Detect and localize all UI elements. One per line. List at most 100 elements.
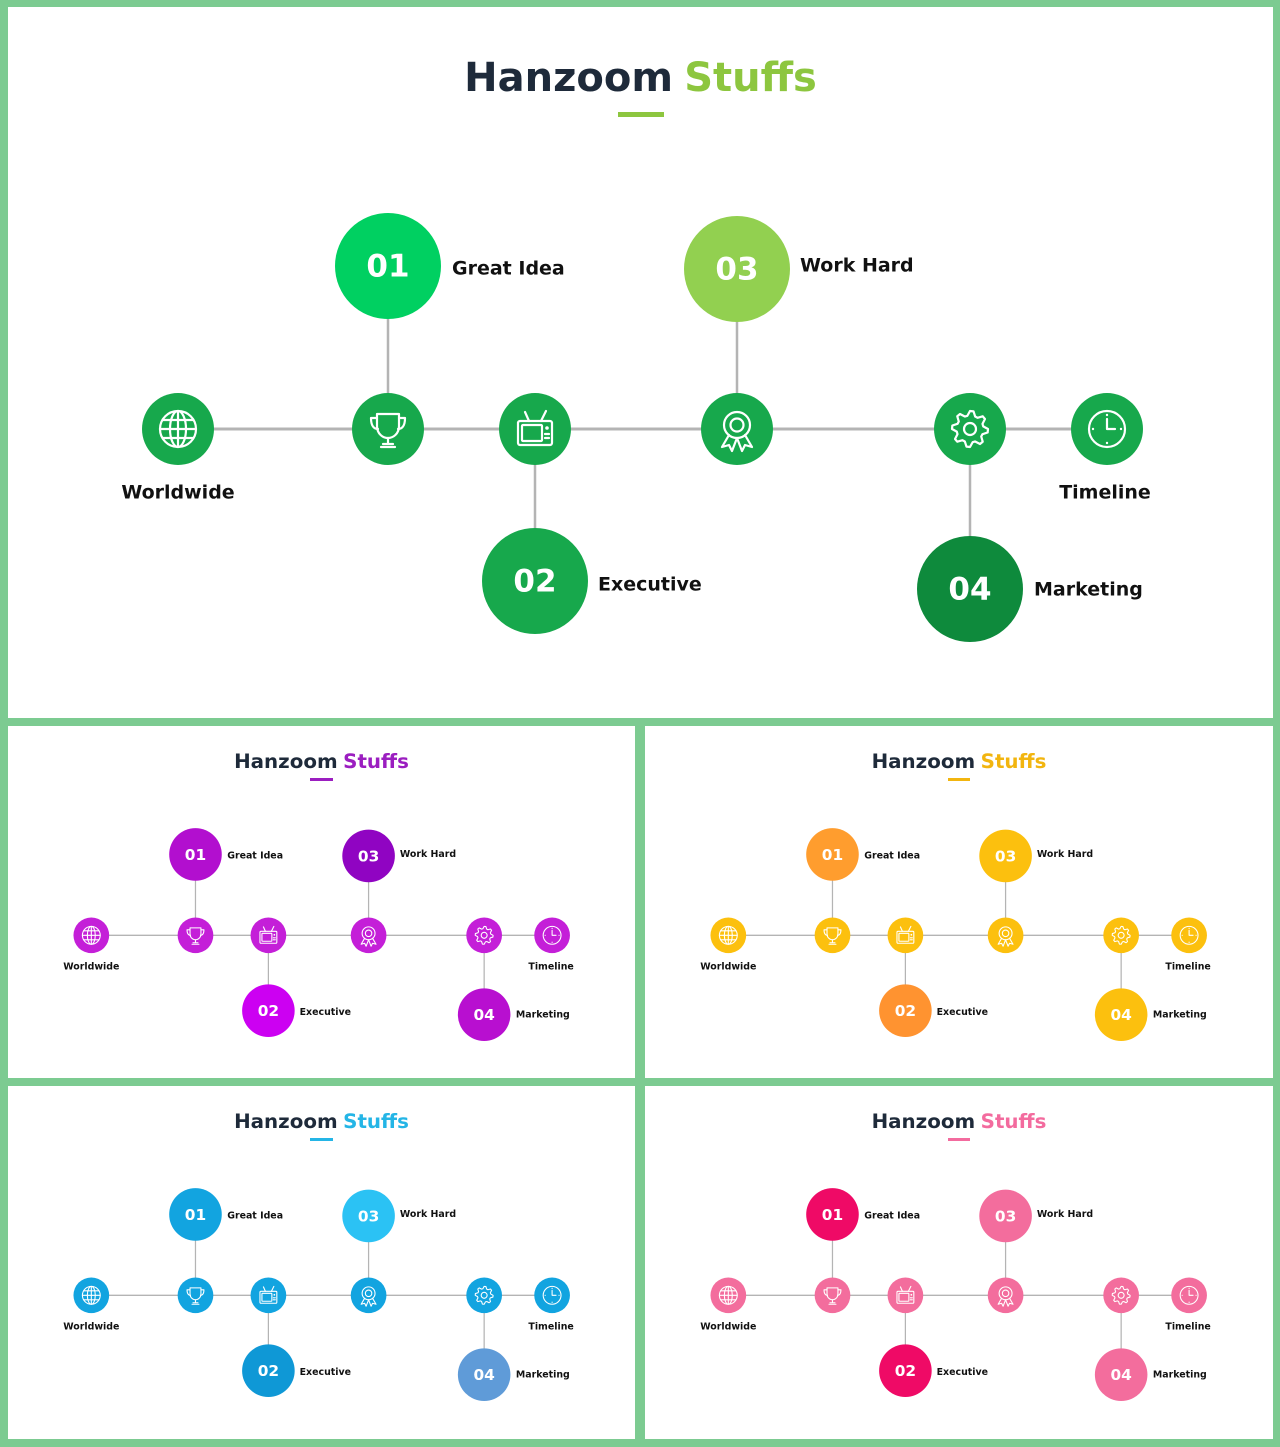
step-label: Work Hard <box>1037 1209 1093 1220</box>
icon-node-award <box>350 1277 387 1314</box>
icon-node-gear <box>1103 1277 1140 1314</box>
step-label: Executive <box>937 1007 988 1018</box>
tv-icon <box>896 1285 915 1304</box>
icon-node-trophy <box>814 1277 851 1314</box>
icon-node-trophy <box>352 393 424 465</box>
globe-icon <box>718 925 738 945</box>
step-circle <box>169 1188 222 1241</box>
icon-label-worldwide: Worldwide <box>63 962 119 973</box>
icon-node-clock <box>1171 1277 1207 1314</box>
step-label: Great Idea <box>864 850 920 861</box>
step-node-01: 01 Great Idea <box>806 1188 920 1241</box>
title-underline <box>947 778 971 781</box>
icon-node-award <box>987 917 1024 954</box>
gear-icon <box>950 409 990 449</box>
step-node-03: 03 Work Hard <box>342 829 456 883</box>
step-number: 03 <box>995 1207 1016 1225</box>
step-number: 01 <box>822 1206 843 1224</box>
icon-node-clock <box>1071 393 1143 465</box>
step-node-03: 03 Work Hard <box>979 1189 1093 1243</box>
clock-icon <box>1087 409 1127 449</box>
title-accent-word: Stuffs <box>684 55 817 101</box>
step-circle <box>879 1344 932 1397</box>
step-circle <box>979 1189 1032 1243</box>
step-number: 02 <box>258 1362 279 1380</box>
step-number: 04 <box>1110 1366 1131 1384</box>
icon-node-gear <box>1103 917 1140 954</box>
step-circle <box>457 988 511 1041</box>
step-number: 03 <box>358 847 379 865</box>
step-label: Great Idea <box>452 258 565 280</box>
icon-label-timeline: Timeline <box>1165 1322 1210 1333</box>
trophy-icon <box>186 1287 205 1305</box>
icon-node-gear <box>466 917 503 954</box>
step-circle <box>457 1348 511 1401</box>
icon-node-clock <box>1171 917 1207 954</box>
step-number: 03 <box>358 1207 379 1225</box>
icon-label-worldwide: Worldwide <box>121 482 234 504</box>
icon-label-worldwide: Worldwide <box>63 1322 119 1333</box>
step-label: Marketing <box>1153 1370 1207 1381</box>
award-icon <box>360 926 377 947</box>
step-circle <box>1094 1348 1148 1401</box>
step-label: Work Hard <box>400 849 456 860</box>
trophy-icon <box>823 927 842 945</box>
tv-icon <box>259 1285 278 1304</box>
step-number: 01 <box>185 846 206 864</box>
title-accent-word: Stuffs <box>980 749 1047 773</box>
icon-node-clock <box>534 917 570 954</box>
gear-icon <box>1111 925 1131 945</box>
step-label: Great Idea <box>864 1210 920 1221</box>
step-number: 04 <box>1110 1006 1131 1024</box>
step-label: Marketing <box>516 1010 570 1021</box>
icon-node-trophy <box>814 917 851 954</box>
step-circle <box>917 536 1023 642</box>
title-first-word: Hanzoom <box>464 55 674 101</box>
icon-node-clock <box>534 1277 570 1314</box>
step-number: 04 <box>473 1366 494 1384</box>
gear-icon <box>474 925 494 945</box>
globe-icon <box>718 1285 738 1305</box>
clock-icon <box>542 1285 562 1305</box>
icon-node-globe <box>73 1277 110 1314</box>
award-icon <box>360 1286 377 1307</box>
trophy-icon <box>823 1287 842 1305</box>
title-underline <box>947 1138 971 1141</box>
icon-node-tv <box>499 393 571 465</box>
icon-node-trophy <box>177 917 214 954</box>
gear-icon <box>474 1285 494 1305</box>
title-accent-word: Stuffs <box>343 749 409 773</box>
step-circle <box>242 984 295 1037</box>
step-number: 01 <box>822 846 843 864</box>
step-circle <box>684 216 790 322</box>
step-number: 01 <box>185 1206 206 1224</box>
icon-node-tv <box>887 917 924 954</box>
step-label: Executive <box>598 574 702 596</box>
award-icon <box>997 926 1014 947</box>
step-number: 03 <box>995 847 1016 865</box>
step-number: 02 <box>258 1002 279 1020</box>
title-underline <box>310 1138 333 1141</box>
step-label: Marketing <box>1153 1010 1207 1021</box>
icon-node-gear <box>466 1277 503 1314</box>
